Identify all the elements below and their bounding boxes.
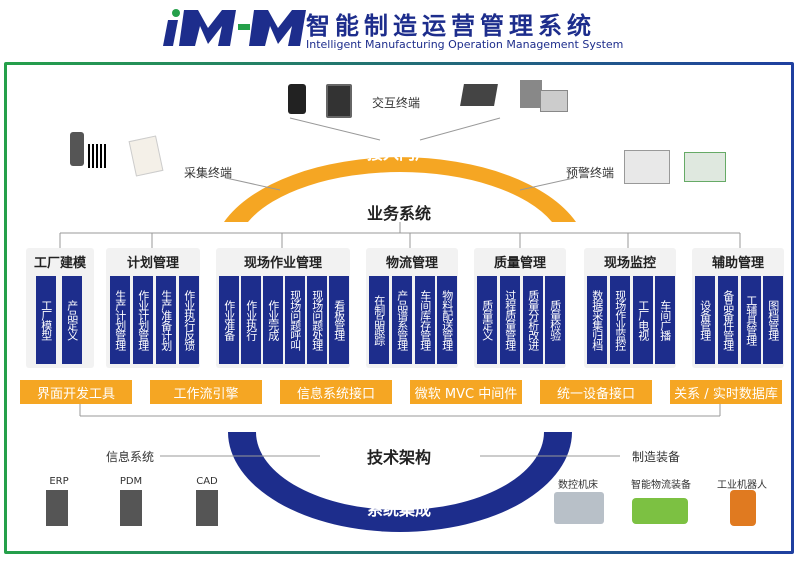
function-item: 现场问题呼叫 bbox=[285, 276, 305, 364]
function-item: 工辅具管理 bbox=[741, 276, 761, 364]
function-item: 生产计划管理 bbox=[110, 276, 130, 364]
function-item: 设备管理 bbox=[695, 276, 715, 364]
server-icon bbox=[46, 490, 68, 526]
function-item: 看板管理 bbox=[329, 276, 349, 364]
cnc-label: 数控机床 bbox=[558, 480, 598, 491]
module-plan-management: 计划管理 生产计划管理 作业计划管理 生产准备计划 作业执行反馈 bbox=[106, 248, 200, 368]
function-item: 产品定义 bbox=[62, 276, 82, 364]
robot-label: 工业机器人 bbox=[717, 480, 767, 491]
module-factory-modeling: 工厂建模 工厂模型 产品定义 bbox=[26, 248, 94, 368]
laptop-icon bbox=[460, 84, 498, 106]
pdm-label: PDM bbox=[119, 476, 143, 487]
system-subtitle: Intelligent Manufacturing Operation Mana… bbox=[306, 38, 624, 51]
function-item: 质量定义 bbox=[477, 276, 497, 364]
module-title: 现场作业管理 bbox=[243, 256, 322, 271]
mfg-equipment-label: 制造装备 bbox=[632, 450, 681, 464]
cad-label: CAD bbox=[196, 476, 218, 487]
function-item: 生产准备计划 bbox=[156, 276, 176, 364]
function-item: 过程质量管理 bbox=[500, 276, 520, 364]
system-title: 智能制造运营管理系统 bbox=[306, 12, 596, 40]
module-quality: 质量管理 质量定义 过程质量管理 质量分析改进 质量检验 bbox=[474, 248, 566, 368]
tool-database: 关系 / 实时数据库 bbox=[670, 380, 782, 404]
module-title: 计划管理 bbox=[126, 256, 179, 271]
function-item: 物料配送管理 bbox=[437, 276, 457, 364]
server-icon bbox=[120, 490, 142, 526]
function-item: 工厂模型 bbox=[36, 276, 56, 364]
tool-ui-dev: 界面开发工具 bbox=[20, 380, 132, 404]
interaction-terminal-label: 交互终端 bbox=[372, 96, 421, 110]
access-portal-label: 接入门户 bbox=[367, 144, 432, 163]
tool-info-interface: 信息系统接口 bbox=[280, 380, 392, 404]
module-field-monitoring: 现场监控 数据采集归档 现场作业监控 工厂电视 车间广播 bbox=[584, 248, 676, 368]
module-logistics: 物流管理 在制品跟踪 产品谱系管理 车间库存管理 物料配送管理 bbox=[366, 248, 458, 368]
function-item: 作业计划管理 bbox=[133, 276, 153, 364]
alarm-panel-icon bbox=[684, 152, 726, 182]
business-system-label: 业务系统 bbox=[367, 204, 432, 223]
collect-terminal-label: 采集终端 bbox=[184, 166, 233, 180]
phone-icon bbox=[288, 84, 306, 114]
module-title: 物流管理 bbox=[385, 256, 438, 271]
module-auxiliary: 辅助管理 设备管理 备品备件管理 工辅具管理 图档管理 bbox=[692, 248, 784, 368]
barcode-icon bbox=[88, 144, 106, 168]
function-item: 质量检验 bbox=[545, 276, 565, 364]
function-item: 产品谱系管理 bbox=[392, 276, 412, 364]
sys-integration-label: 系统集成 bbox=[367, 500, 432, 519]
alarm-terminal-label: 预警终端 bbox=[566, 166, 615, 180]
tool-device-interface: 统一设备接口 bbox=[540, 380, 652, 404]
bottom-arc bbox=[228, 432, 572, 532]
desktop-icon bbox=[520, 80, 542, 108]
function-item: 工厂电视 bbox=[633, 276, 653, 364]
function-item: 备品备件管理 bbox=[718, 276, 738, 364]
module-title: 现场监控 bbox=[603, 256, 656, 271]
server-icon bbox=[196, 490, 218, 526]
tool-mvc-middleware: 微软 MVC 中间件 bbox=[410, 380, 522, 404]
function-item: 图档管理 bbox=[763, 276, 783, 364]
function-item: 车间广播 bbox=[655, 276, 675, 364]
function-item: 现场问题处理 bbox=[307, 276, 327, 364]
robot-arm-icon bbox=[730, 490, 756, 526]
scanner-icon bbox=[70, 132, 84, 166]
erp-label: ERP bbox=[49, 476, 69, 487]
agv-icon bbox=[632, 498, 688, 524]
function-item: 质量分析改进 bbox=[523, 276, 543, 364]
imm-logo bbox=[163, 9, 306, 46]
function-item: 车间库存管理 bbox=[415, 276, 435, 364]
function-item: 现场作业监控 bbox=[610, 276, 630, 364]
module-title: 辅助管理 bbox=[711, 256, 764, 271]
function-item: 在制品跟踪 bbox=[369, 276, 389, 364]
module-field-operation: 现场作业管理 作业准备 作业执行 作业完成 现场问题呼叫 现场问题处理 看板管理 bbox=[216, 248, 350, 368]
top-arc bbox=[224, 157, 576, 222]
tool-workflow-engine: 工作流引擎 bbox=[150, 380, 262, 404]
cnc-machine-icon bbox=[554, 492, 604, 524]
info-system-label: 信息系统 bbox=[106, 450, 155, 464]
function-item: 作业执行反馈 bbox=[179, 276, 199, 364]
function-item: 作业执行 bbox=[241, 276, 261, 364]
alarm-display-icon bbox=[624, 150, 670, 184]
function-item: 作业完成 bbox=[263, 276, 283, 364]
monitor-icon bbox=[540, 90, 568, 112]
tablet-icon bbox=[326, 84, 352, 118]
function-item: 作业准备 bbox=[219, 276, 239, 364]
agv-label: 智能物流装备 bbox=[631, 480, 691, 491]
module-title: 工厂建模 bbox=[33, 256, 86, 271]
function-item: 数据采集归档 bbox=[587, 276, 607, 364]
module-title: 质量管理 bbox=[493, 256, 546, 271]
tech-arch-label: 技术架构 bbox=[367, 448, 432, 467]
